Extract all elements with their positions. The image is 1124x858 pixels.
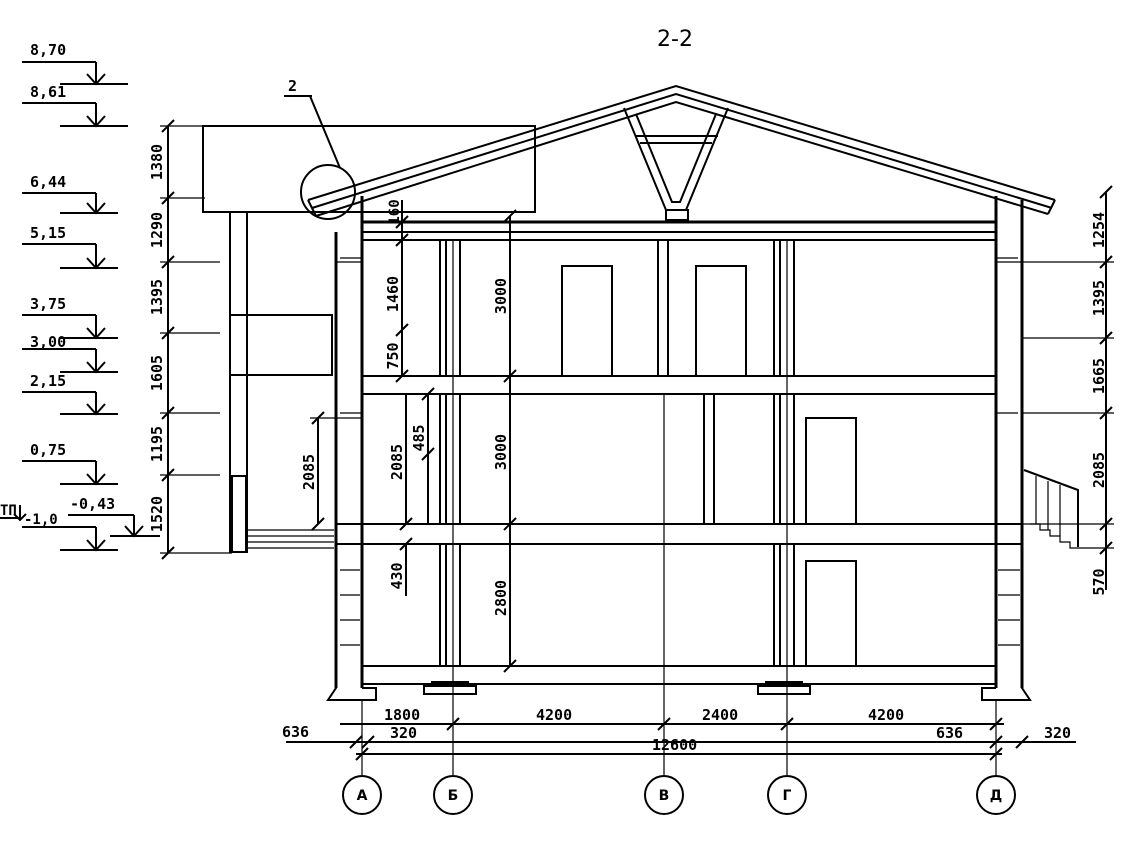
dimension-label: 2085 — [1090, 452, 1108, 488]
elevation-label: -0,43 — [70, 495, 115, 513]
dimension-label: 1520 — [148, 496, 166, 532]
axis-label: Г — [783, 788, 792, 804]
dimension-label: 1290 — [148, 212, 166, 248]
detail-marker: 2 — [288, 77, 297, 95]
dimension-label: 636 — [936, 724, 963, 742]
dimension-label: 2800 — [492, 580, 510, 616]
bottom-dimensions: 636 1800 320 4200 2400 4200 636 320 1260… — [282, 706, 1076, 761]
building-section — [326, 196, 1086, 701]
dimension-label: 1380 — [148, 144, 166, 180]
dimension-label: 1665 — [1090, 358, 1108, 394]
axis-label: Б — [448, 788, 459, 804]
dimension-label: 1254 — [1090, 212, 1108, 248]
dimension-label: 1460 — [384, 276, 402, 312]
dimension-label: 1605 — [148, 355, 166, 391]
roof: 2 — [284, 77, 1056, 221]
dimension-label: 430 — [388, 562, 406, 589]
dimension-label: 3000 — [492, 434, 510, 470]
dimension-label: 636 — [282, 723, 309, 741]
dimension-label: 320 — [390, 724, 417, 742]
dimension-label: 1395 — [1090, 280, 1108, 316]
left-annex — [202, 125, 536, 553]
dimension-label: 2085 — [388, 444, 406, 480]
dimension-label: 750 — [384, 342, 402, 369]
dimension-label: 1195 — [148, 426, 166, 462]
inner-dimensions: 3000 3000 2800 160 1460 750 485 2085 208… — [300, 199, 517, 673]
section-title: 2-2 — [657, 27, 693, 52]
dimension-label: 2085 — [300, 454, 318, 490]
elevation-label: -1,0 — [24, 512, 58, 528]
axis-label: В — [659, 788, 670, 804]
elevation-label: 3,00 — [30, 333, 66, 351]
axis-bubbles: А Б В Г Д — [342, 775, 1016, 815]
dimension-label: 4200 — [536, 706, 572, 724]
dimension-label: 160 — [387, 199, 403, 224]
elevation-label: 8,61 — [30, 83, 66, 101]
dimension-label: 2400 — [702, 706, 738, 724]
marker-label: ТП — [0, 503, 17, 519]
axis-label: А — [357, 788, 368, 804]
elevation-label: 6,44 — [30, 173, 66, 191]
axis-bubble-d — [976, 775, 1016, 815]
elevation-label: 5,15 — [30, 224, 66, 242]
dimension-label: 485 — [410, 424, 428, 451]
axis-bubble-a — [342, 775, 382, 815]
dimension-label: 1800 — [384, 706, 420, 724]
dimension-label: 570 — [1090, 568, 1108, 595]
axis-bubble-g — [767, 775, 807, 815]
axis-bubble-v — [644, 775, 684, 815]
elevation-label: 3,75 — [30, 295, 66, 313]
dimension-label: 1395 — [148, 279, 166, 315]
elevation-label: 0,75 — [30, 441, 66, 459]
dimension-label: 4200 — [868, 706, 904, 724]
elevation-label: 8,70 — [30, 41, 66, 59]
axis-lines — [361, 240, 997, 775]
axis-bubble-b — [433, 775, 473, 815]
dimension-label: 320 — [1044, 724, 1071, 742]
right-dimension-chain: 1254 1395 1665 2085 570 — [1022, 185, 1114, 596]
elevation-marks: 8,70 8,61 6,44 5,15 3,75 3,00 — [0, 41, 160, 552]
left-dimension-chain: 1380 1290 1395 1605 1195 1520 — [148, 119, 232, 560]
dimension-label: 12600 — [652, 736, 697, 754]
dimension-label: 3000 — [492, 278, 510, 314]
elevation-label: 2,15 — [30, 372, 66, 390]
axis-label: Д — [990, 788, 1002, 804]
